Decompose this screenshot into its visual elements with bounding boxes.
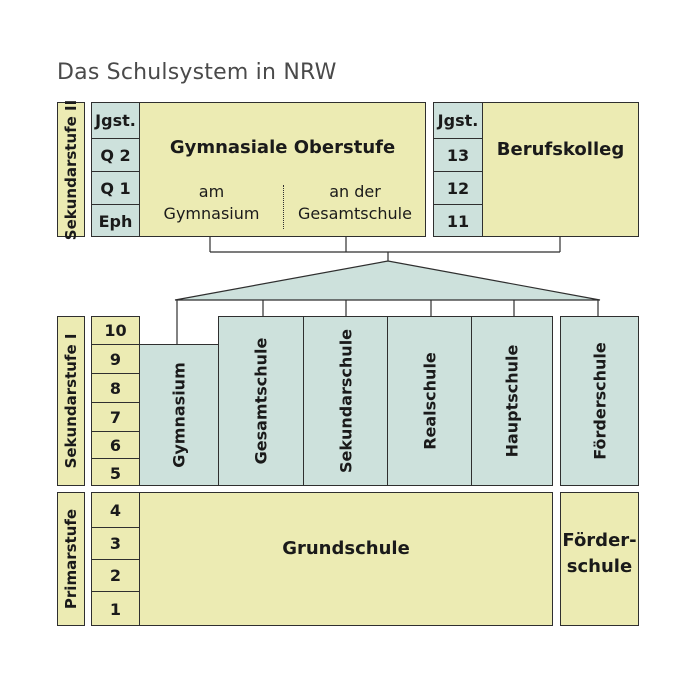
grade-header: Jgst. [92,103,139,139]
grade-cell: 3 [92,528,139,560]
berufskolleg-label: Berufskolleg [496,139,625,160]
sidebar-label-sek1: Sekundarstufe I [57,316,85,486]
oberstufe-gesamtschule-label: an der Gesamtschule [298,182,412,223]
school-sekundarschule: Sekundarschule [303,316,388,486]
grade-cell: 4 [92,493,139,528]
dotted-divider [283,185,284,229]
grade-cell: 7 [92,403,139,432]
distribution-triangle [174,260,601,301]
grade-cell: 11 [446,212,470,231]
grade-cell: Q 2 [92,139,139,172]
grade-column-berufskolleg: Jgst. 13 12 11 [433,102,483,237]
foerderschule-primar-label: Förder- schule [562,530,637,577]
grade-cell: 2 [92,560,139,592]
grade-cell: Eph [98,212,133,231]
grade-cell: 8 [92,374,139,403]
grade-cell: 12 [434,172,482,205]
sidebar-label-sek2: Sekundarstufe II [57,99,85,240]
grade-header: Jgst. [434,103,482,139]
grade-column-sek1: 10 9 8 7 6 5 [91,316,140,486]
oberstufe-gymnasium-label: am Gymnasium [163,182,260,223]
school-realschule: Realschule [387,316,472,486]
school-foerderschule-sek1: Förderschule [560,316,639,486]
grade-cell: 13 [434,139,482,172]
grade-cell: 5 [109,463,122,483]
grade-cell: Q 1 [92,172,139,205]
foerderschule-primar-box: Förder- schule [560,492,639,626]
grade-cell: 1 [109,600,122,619]
school-gymnasium: Gymnasium [139,344,219,486]
grade-cell: 6 [92,432,139,459]
grundschule-label: Grundschule [282,538,410,559]
grade-cell: 10 [92,317,139,345]
sidebar-label-primar: Primarstufe [57,492,85,626]
page-title: Das Schulsystem in NRW [57,60,337,85]
berufskolleg-box: Berufskolleg [482,102,639,237]
grade-column-primar: 4 3 2 1 [91,492,140,626]
gymnasiale-oberstufe-box: Gymnasiale Oberstufe am Gymnasium an der… [139,102,426,237]
school-gesamtschule: Gesamtschule [218,316,304,486]
gymnasiale-oberstufe-title: Gymnasiale Oberstufe [169,137,396,158]
grade-column-sek2: Jgst. Q 2 Q 1 Eph [91,102,140,237]
grundschule-box: Grundschule [139,492,553,626]
school-hauptschule: Hauptschule [471,316,553,486]
grade-cell: 9 [92,345,139,374]
